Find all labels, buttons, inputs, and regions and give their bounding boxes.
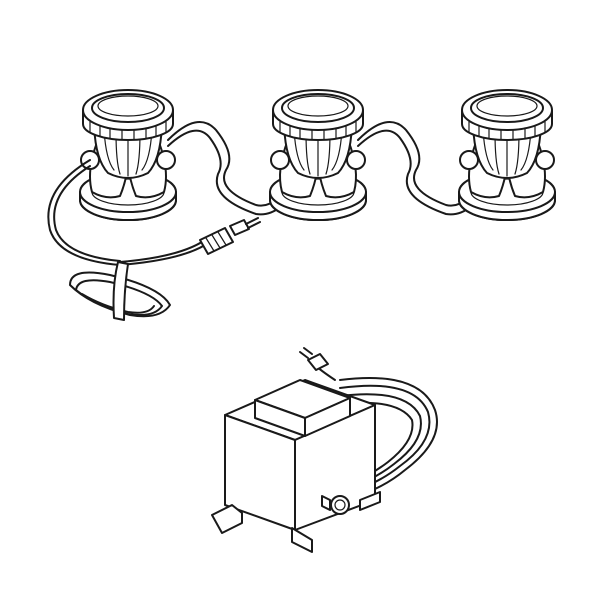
lamp-3 — [458, 89, 556, 221]
cable-1-2-inner — [167, 129, 301, 216]
lamp-1 — [79, 89, 177, 221]
transformer — [211, 377, 438, 553]
cable-2-3 — [357, 121, 487, 207]
lead-cable — [47, 159, 206, 266]
cable-1-2 — [167, 121, 297, 207]
cable-coil — [69, 261, 171, 321]
power-plug — [299, 347, 336, 381]
lamp-2 — [269, 89, 367, 221]
connector-plug — [199, 217, 261, 255]
